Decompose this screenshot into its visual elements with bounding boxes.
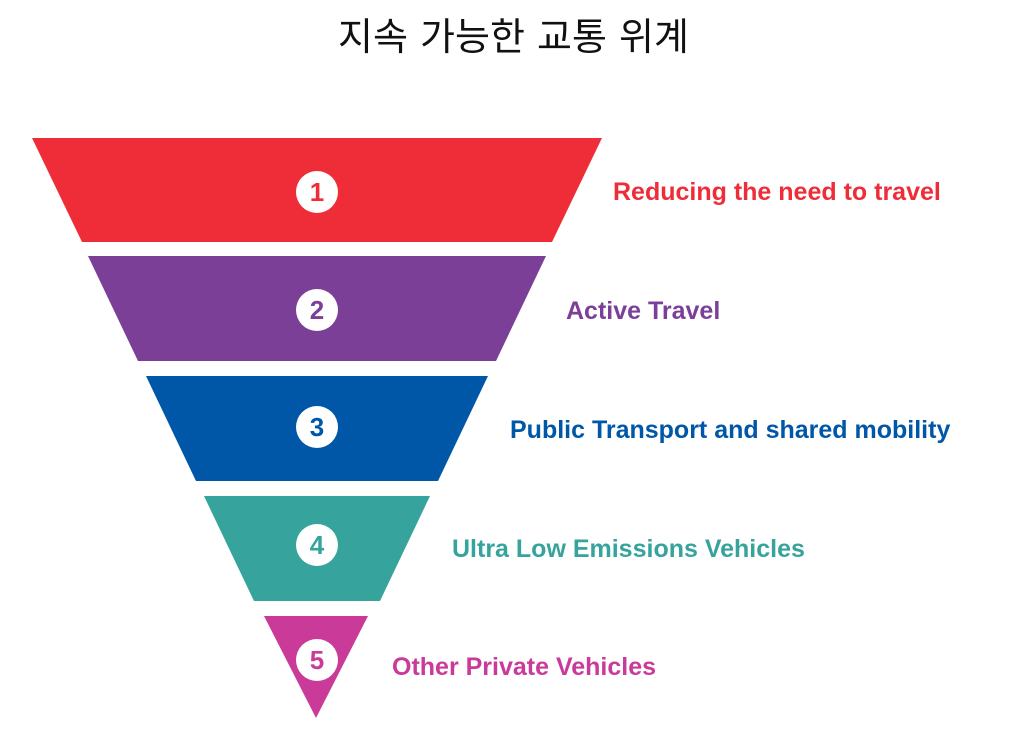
tier-number-4: 4 bbox=[310, 530, 325, 560]
tier-badge-4: 4 bbox=[296, 524, 338, 566]
tier-number-1: 1 bbox=[310, 177, 324, 207]
tier-label-5: Other Private Vehicles bbox=[392, 653, 657, 681]
tier-number-2: 2 bbox=[310, 295, 324, 325]
tier-label-1: Reducing the need to travel bbox=[613, 178, 941, 206]
tier-label-4: Ultra Low Emissions Vehicles bbox=[452, 535, 805, 563]
tier-badge-5: 5 bbox=[296, 639, 338, 681]
tier-label-2: Active Travel bbox=[566, 297, 721, 325]
tier-badge-2: 2 bbox=[296, 289, 338, 331]
tier-label-3: Public Transport and shared mobility bbox=[510, 416, 951, 444]
tier-number-5: 5 bbox=[310, 645, 324, 675]
diagram-title: 지속 가능한 교통 위계 bbox=[338, 15, 689, 59]
tier-number-3: 3 bbox=[310, 412, 324, 442]
tier-badge-1: 1 bbox=[296, 171, 338, 213]
tier-badge-3: 3 bbox=[296, 406, 338, 448]
